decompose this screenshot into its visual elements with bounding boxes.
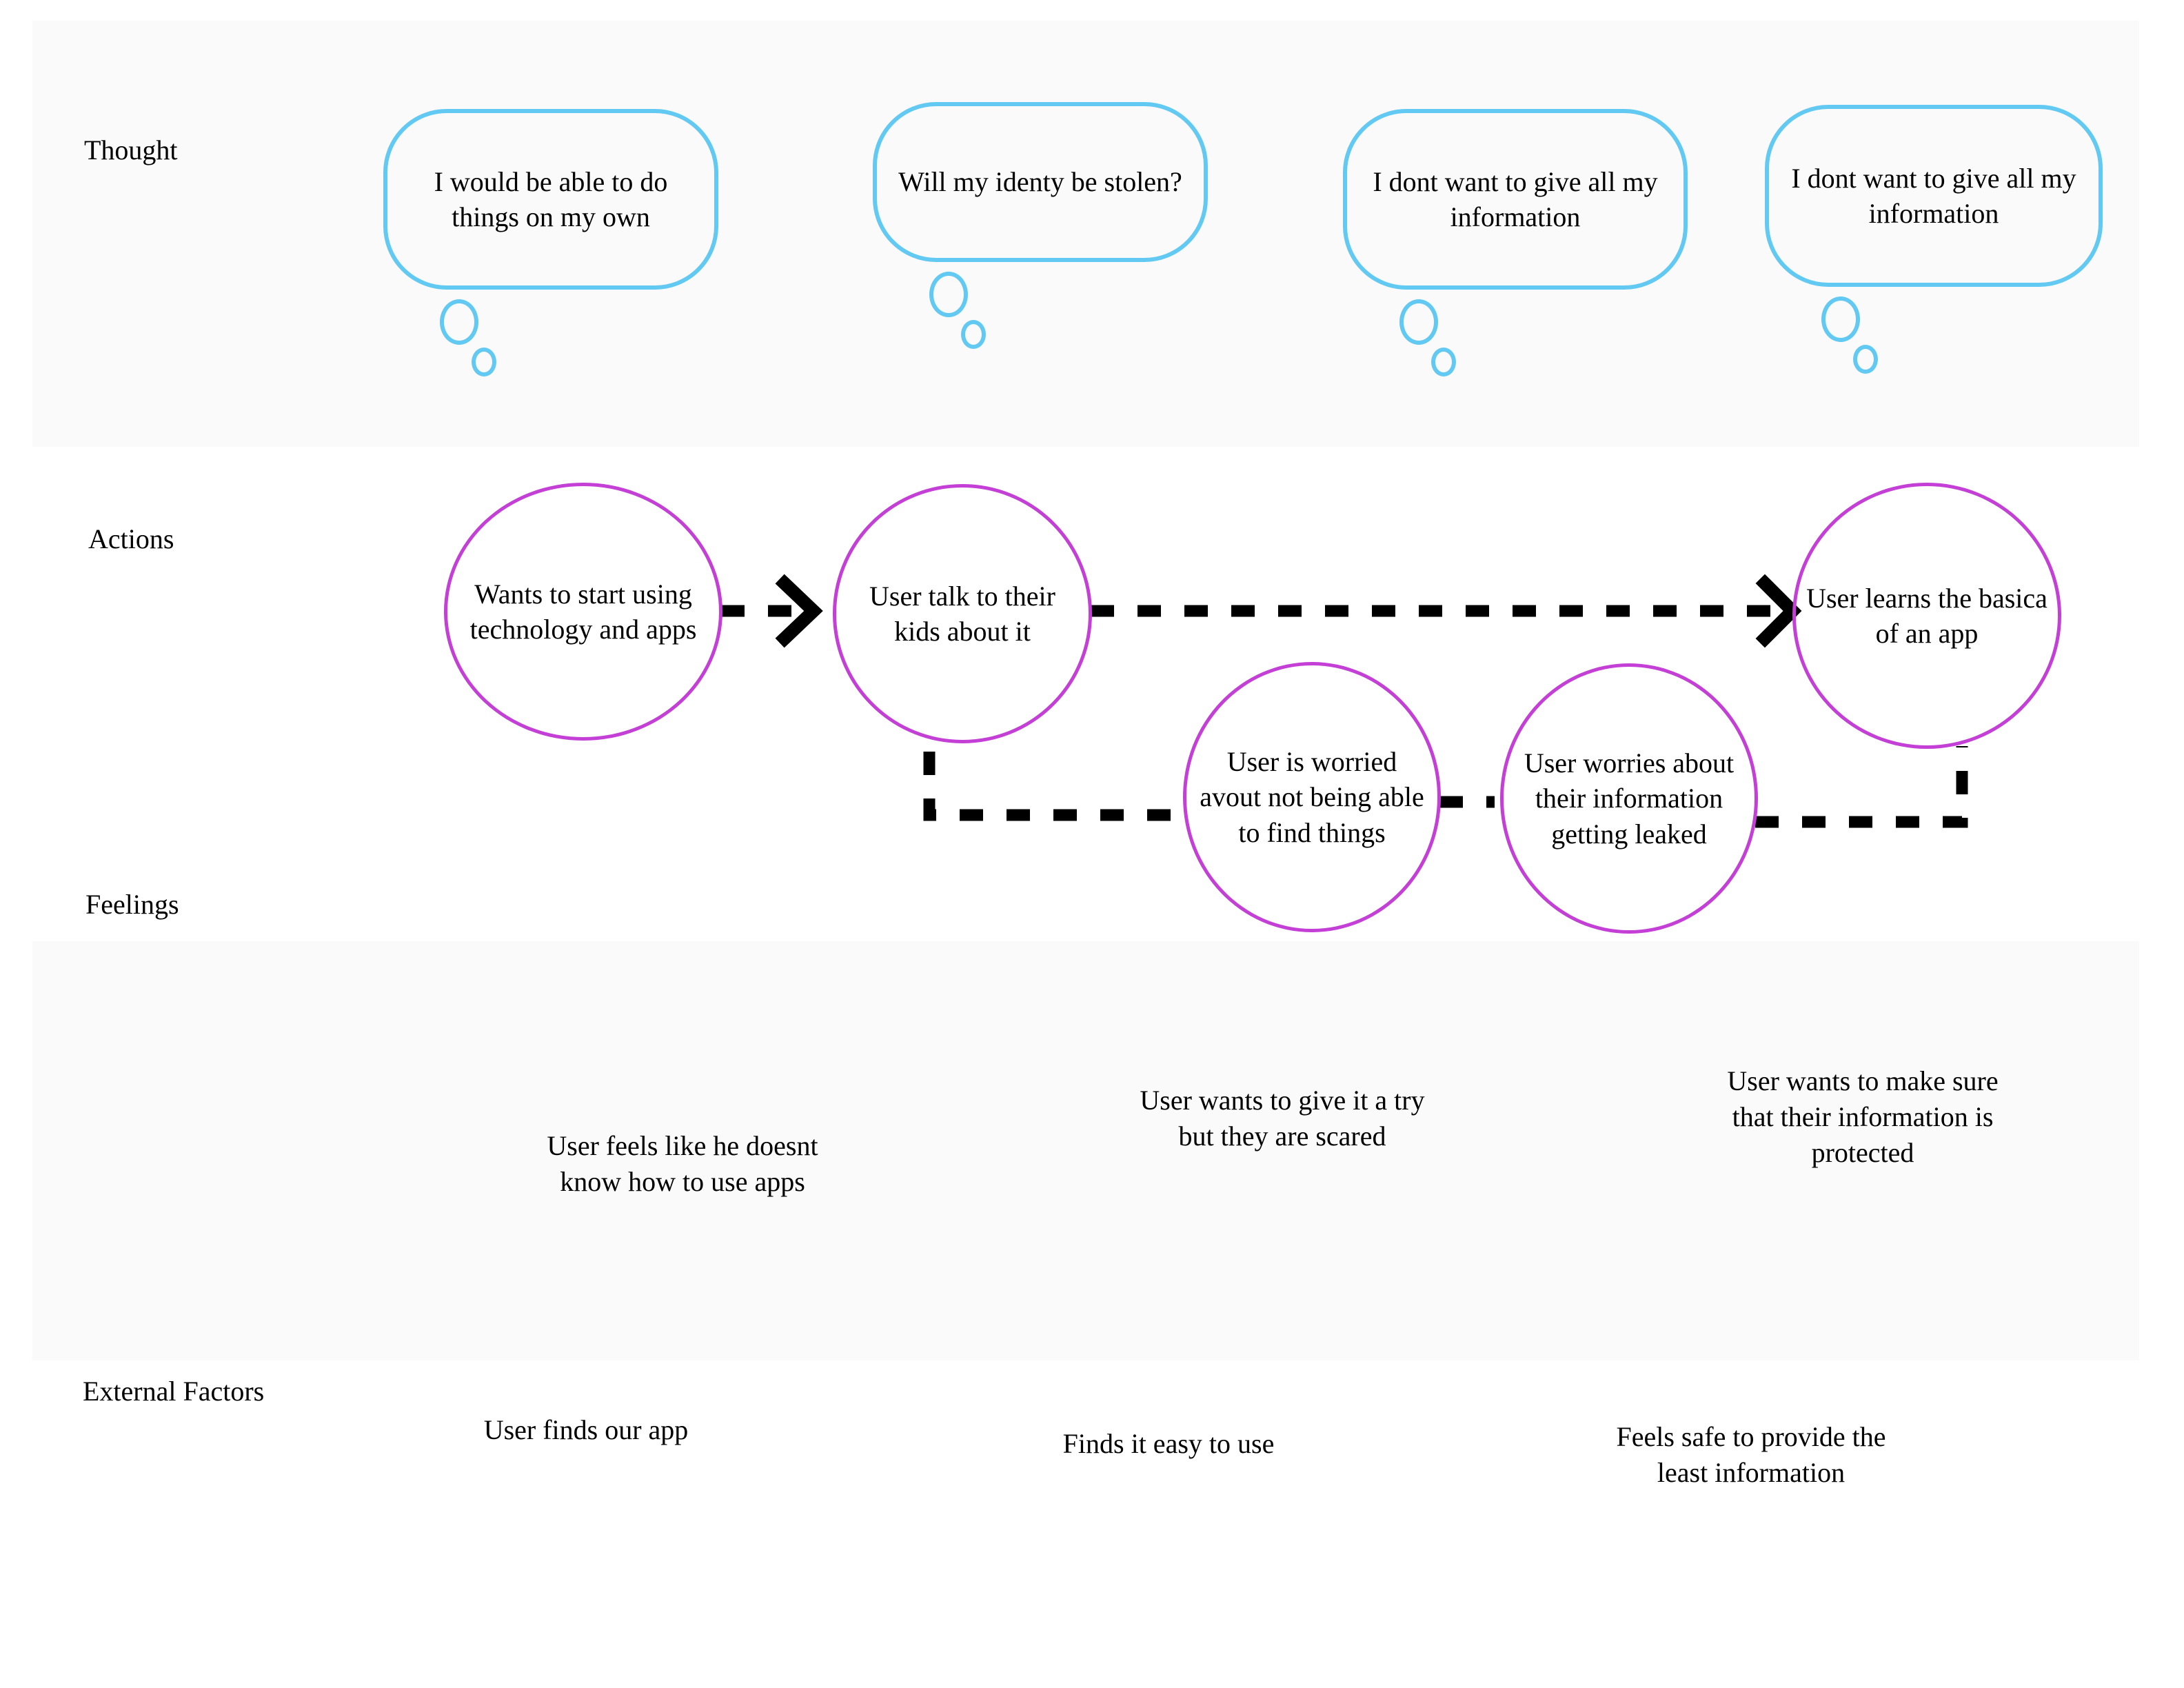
action-circle-5: User learns the basica of an app bbox=[1792, 483, 2061, 749]
arrowhead-action1-to-action2-icon bbox=[775, 574, 823, 648]
thought-tail-large-icon bbox=[1821, 297, 1860, 342]
thought-tail-small-icon bbox=[1431, 348, 1456, 376]
connector-action4-to-action5 bbox=[1755, 746, 1968, 828]
action-circle-4-label: User worries about their information get… bbox=[1524, 747, 1735, 850]
thought-tail-large-icon bbox=[1399, 299, 1438, 345]
thought-bubble-2: Will my identy be stolen? bbox=[873, 102, 1217, 378]
action-circle-3-label: User is worried avout not being able to … bbox=[1200, 746, 1424, 848]
thought-bubble-4-body: I dont want to give all my information bbox=[1765, 105, 2103, 287]
thought-tail-small-icon bbox=[472, 348, 496, 376]
thought-bubble-2-label: Will my identy be stolen? bbox=[898, 166, 1182, 198]
arrowhead-action2-to-action5-icon bbox=[1755, 574, 1802, 648]
row-label-external-factors: External Factors bbox=[83, 1376, 265, 1407]
row-label-thought: Thought bbox=[84, 134, 178, 165]
action-circle-1: Wants to start using technology and apps bbox=[444, 483, 722, 741]
thought-bubble-1-body: I would be able to do things on my own bbox=[383, 109, 718, 290]
thought-bubble-3-body: I dont want to give all my information bbox=[1343, 109, 1688, 290]
action-circle-1-label: Wants to start using technology and apps bbox=[469, 578, 697, 645]
action-circle-4: User worries about their information get… bbox=[1500, 663, 1758, 934]
thought-tail-small-icon bbox=[961, 320, 986, 349]
row-label-actions: Actions bbox=[88, 523, 174, 554]
action-circle-5-label: User learns the basica of an app bbox=[1806, 582, 2048, 649]
feelings-text-2: User wants to give it a try but they are… bbox=[1140, 1085, 1425, 1152]
action-circle-2-label: User talk to their kids about it bbox=[869, 580, 1055, 647]
row-label-feelings: Feelings bbox=[85, 889, 179, 920]
connector-action2-to-action3 bbox=[923, 752, 1183, 821]
external-factor-text-1: User finds our app bbox=[483, 1414, 689, 1445]
thought-tail-large-icon bbox=[440, 299, 478, 345]
external-factor-text-2: Finds it easy to use bbox=[1062, 1428, 1275, 1459]
action-circle-2: User talk to their kids about it bbox=[833, 484, 1092, 743]
feelings-text-3: User wants to make sure that their infor… bbox=[1727, 1065, 1999, 1168]
thought-tail-large-icon bbox=[929, 272, 968, 317]
feelings-text-1: User feels like he doesnt know how to us… bbox=[547, 1130, 818, 1197]
thought-tail-small-icon bbox=[1853, 345, 1878, 374]
thought-bubble-1-label: I would be able to do things on my own bbox=[434, 165, 668, 232]
thought-bubble-4-label: I dont want to give all my information bbox=[1791, 162, 2076, 229]
feelings-row-band bbox=[32, 941, 2139, 1360]
thought-bubble-3-label: I dont want to give all my information bbox=[1373, 165, 1658, 232]
action-circle-3: User is worried avout not being able to … bbox=[1183, 662, 1441, 932]
external-factor-text-3: Feels safe to provide the least informat… bbox=[1616, 1421, 1886, 1488]
thought-bubble-1: I would be able to do things on my own bbox=[383, 109, 728, 385]
thought-bubble-3: I dont want to give all my information bbox=[1343, 109, 1688, 385]
thought-bubble-2-body: Will my identy be stolen? bbox=[873, 102, 1208, 262]
thought-bubble-4: I dont want to give all my information bbox=[1765, 105, 2110, 381]
